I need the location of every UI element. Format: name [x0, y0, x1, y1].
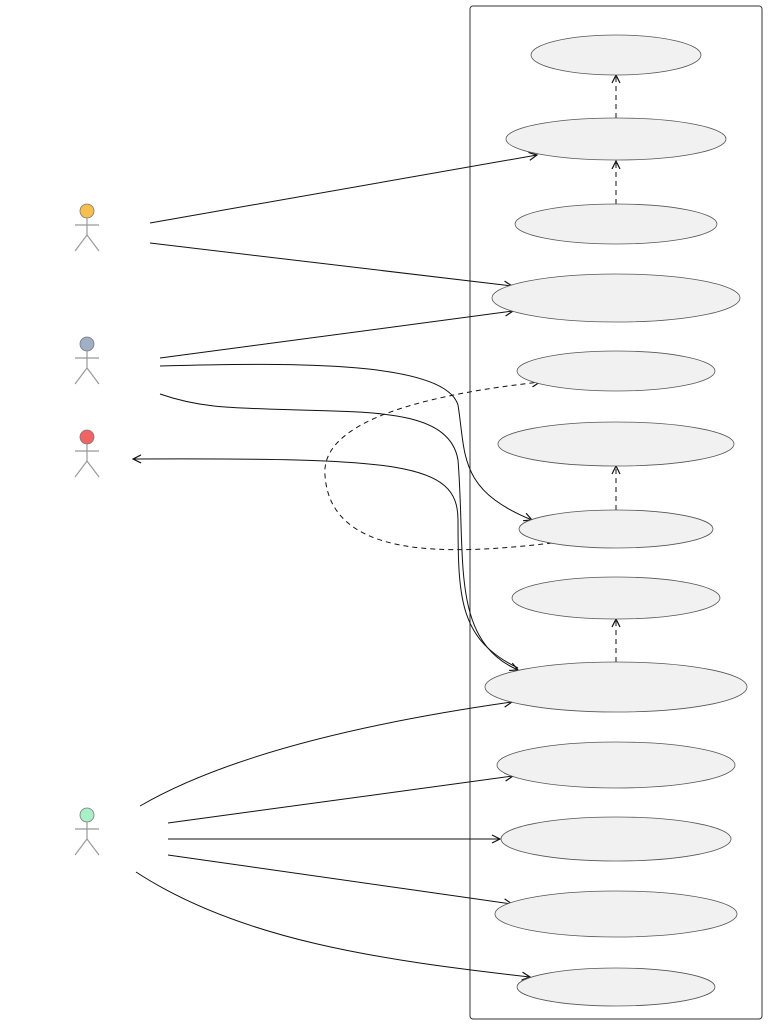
edge-layer — [133, 75, 616, 977]
use-case[interactable] — [505, 117, 727, 161]
use-case-ellipse[interactable] — [505, 117, 727, 161]
association-edge — [149, 155, 537, 224]
use-case[interactable] — [491, 273, 741, 323]
use-case[interactable] — [497, 421, 735, 467]
use-case[interactable] — [494, 890, 738, 938]
actor-body-icon — [74, 822, 100, 856]
use-case-ellipse[interactable] — [497, 421, 735, 467]
actor-body-icon — [74, 444, 100, 478]
use-case[interactable] — [496, 741, 736, 789]
use-case[interactable] — [514, 203, 718, 245]
association-edge — [133, 459, 519, 669]
actor-head-icon — [79, 807, 95, 823]
association-edge — [159, 393, 518, 670]
association-edge — [139, 702, 512, 807]
association-edge — [159, 363, 532, 520]
use-case[interactable] — [511, 576, 721, 620]
actor[interactable] — [74, 429, 100, 478]
actor-head-icon — [79, 429, 95, 445]
actor-layer — [74, 203, 100, 856]
use-case-ellipse[interactable] — [530, 34, 702, 76]
actor-head-icon — [79, 336, 95, 352]
use-case[interactable] — [530, 34, 702, 76]
use-case-ellipse[interactable] — [516, 967, 716, 1007]
association-edge — [135, 871, 530, 977]
association-edge — [167, 776, 513, 824]
association-edge — [167, 854, 512, 904]
use-case-ellipse[interactable] — [511, 576, 721, 620]
use-case-ellipse[interactable] — [491, 273, 741, 323]
use-case-ellipse[interactable] — [500, 816, 732, 862]
actor[interactable] — [74, 807, 100, 856]
use-case-ellipse[interactable] — [518, 509, 714, 549]
use-case[interactable] — [516, 967, 716, 1007]
actor[interactable] — [74, 336, 100, 385]
association-edge — [159, 311, 513, 359]
association-edge — [149, 242, 512, 286]
actor[interactable] — [74, 203, 100, 252]
actor-body-icon — [74, 351, 100, 385]
actor-head-icon — [79, 203, 95, 219]
use-case[interactable] — [518, 509, 714, 549]
actor-body-icon — [74, 218, 100, 252]
dependency-edge — [324, 382, 553, 551]
use-case-ellipse[interactable] — [516, 350, 716, 392]
use-case[interactable] — [484, 661, 748, 713]
use-case-ellipse[interactable] — [496, 741, 736, 789]
use-case-ellipse[interactable] — [514, 203, 718, 245]
use-case-layer — [484, 34, 748, 1007]
use-case[interactable] — [500, 816, 732, 862]
use-case-ellipse[interactable] — [494, 890, 738, 938]
use-case-ellipse[interactable] — [484, 661, 748, 713]
use-case[interactable] — [516, 350, 716, 392]
